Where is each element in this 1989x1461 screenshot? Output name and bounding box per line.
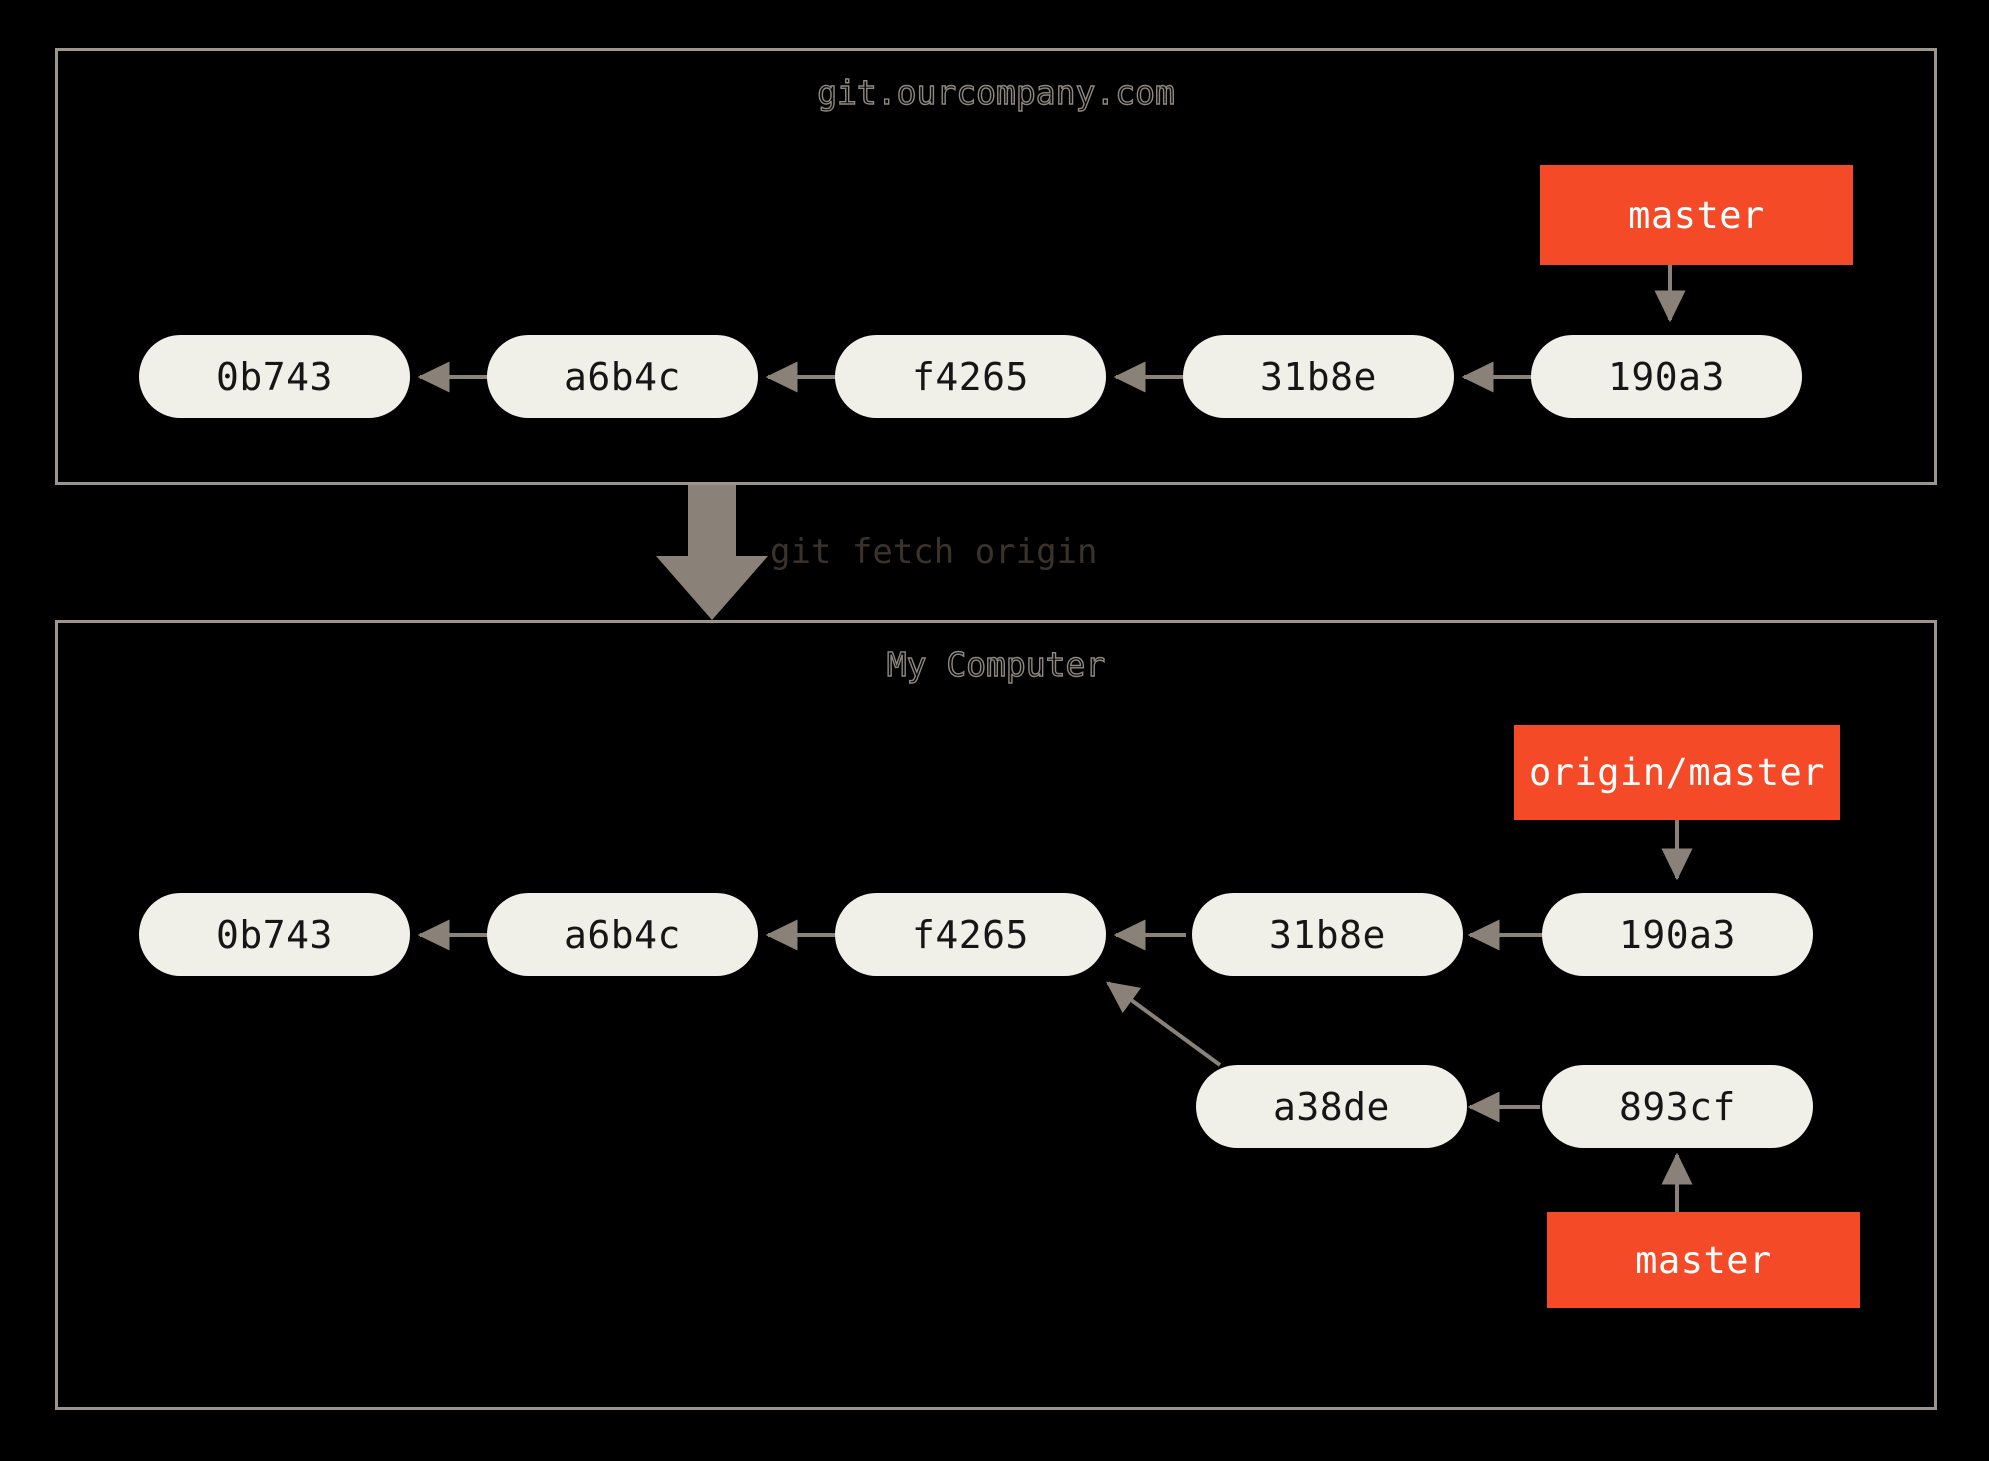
commit-node[interactable]: 31b8e xyxy=(1192,893,1463,976)
ref-label-master[interactable]: master xyxy=(1540,165,1853,265)
commit-node[interactable]: a38de xyxy=(1196,1065,1467,1148)
panel-server: git.ourcompany.com xyxy=(55,48,1937,485)
commit-node[interactable]: a6b4c xyxy=(487,893,758,976)
commit-node[interactable]: f4265 xyxy=(835,335,1106,418)
commit-node[interactable]: 190a3 xyxy=(1542,893,1813,976)
commit-node[interactable]: 31b8e xyxy=(1183,335,1454,418)
commit-node[interactable]: f4265 xyxy=(835,893,1106,976)
commit-node[interactable]: 893cf xyxy=(1542,1065,1813,1148)
panel-local: My Computer xyxy=(55,620,1937,1410)
ref-label-master[interactable]: master xyxy=(1547,1212,1860,1308)
transition-label: git fetch origin xyxy=(770,532,1098,572)
commit-node[interactable]: 190a3 xyxy=(1531,335,1802,418)
panel-server-title: git.ourcompany.com xyxy=(816,72,1175,112)
ref-label-origin-master[interactable]: origin/master xyxy=(1514,725,1840,820)
commit-node[interactable]: 0b743 xyxy=(139,335,410,418)
edge-a38de-to-f4265 xyxy=(1106,981,1222,1067)
down-arrow-icon xyxy=(656,485,768,620)
commit-node[interactable]: 0b743 xyxy=(139,893,410,976)
panel-local-title: My Computer xyxy=(886,644,1106,684)
commit-node[interactable]: a6b4c xyxy=(487,335,758,418)
